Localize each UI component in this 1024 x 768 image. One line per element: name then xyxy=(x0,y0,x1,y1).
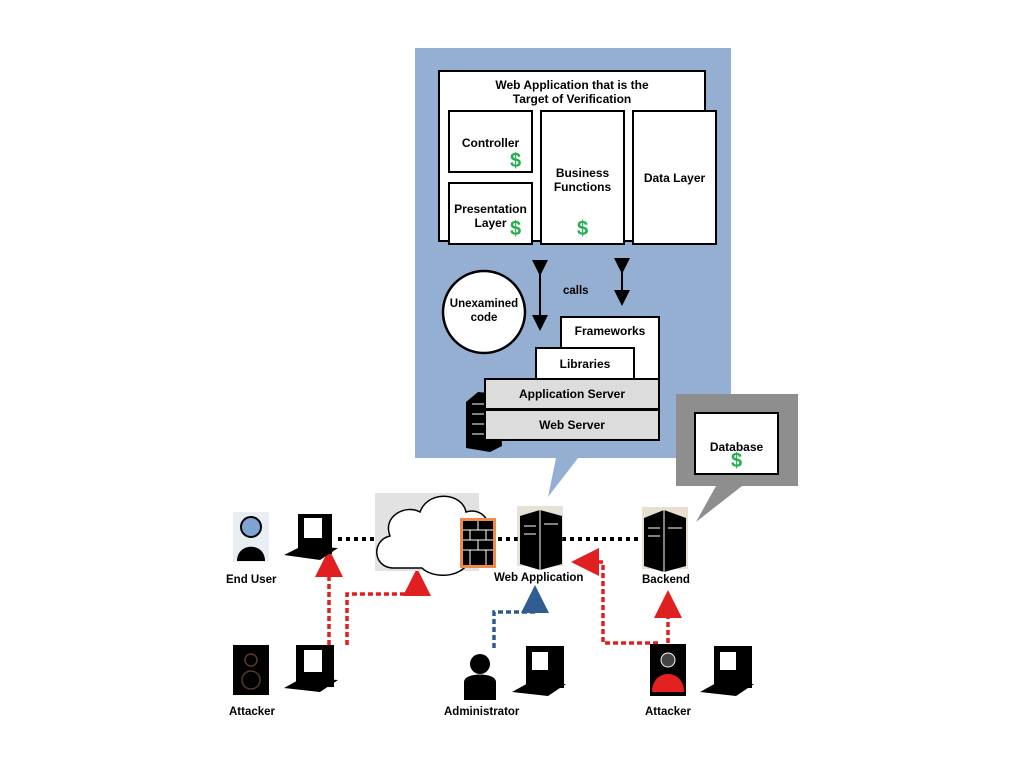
end-user-person-icon xyxy=(233,512,269,562)
application-server-box: Application Server xyxy=(484,378,660,410)
data-layer-box: Data Layer xyxy=(632,110,717,245)
firewall-icon xyxy=(460,518,496,568)
application-server-label: Application Server xyxy=(518,387,626,401)
administrator-workstation-icon xyxy=(512,646,566,696)
libraries-box: Libraries xyxy=(535,347,635,381)
database-box: Database xyxy=(694,412,779,475)
end-user-label: End User xyxy=(226,574,277,586)
presentation-layer-dollar-icon: $ xyxy=(510,218,522,240)
attacker-left-person-icon xyxy=(233,645,269,695)
web-application-label: Web Application xyxy=(494,572,584,584)
attacker-right-person-icon xyxy=(650,644,686,696)
attacker-right-label: Attacker xyxy=(645,706,692,718)
backend-label: Backend xyxy=(642,574,690,586)
administrator-label: Administrator xyxy=(444,706,520,718)
attacker-right-workstation-icon xyxy=(700,646,754,696)
administrator-person-icon xyxy=(464,654,496,700)
business-functions-box: Business Functions xyxy=(540,110,625,245)
web-server-box: Web Server xyxy=(484,409,660,441)
unexamined-code-circle xyxy=(441,269,527,355)
business-functions-dollar-icon: $ xyxy=(577,218,589,240)
database-label: Database xyxy=(709,440,764,454)
business-functions-label: Business Functions xyxy=(553,166,612,194)
backend-server-icon xyxy=(642,507,688,572)
presentation-layer-label: Presentation Layer xyxy=(454,202,527,230)
admin-path-to-webapp xyxy=(492,585,549,648)
frameworks-label: Frameworks xyxy=(574,324,646,338)
web-application-server-icon xyxy=(517,506,563,570)
attacker-right-path-to-webapp xyxy=(571,548,658,645)
calls-label: calls xyxy=(563,285,589,297)
presentation-layer-box: Presentation Layer xyxy=(448,182,533,245)
attacker-left-workstation-icon xyxy=(284,645,338,692)
controller-label: Controller xyxy=(461,136,520,150)
unexamined-code-label: Unexamined code xyxy=(449,298,519,324)
unexamined-code-label-wrap: Unexamined code xyxy=(443,297,525,325)
end-user-workstation-icon xyxy=(284,514,338,560)
web-server-label: Web Server xyxy=(539,418,605,432)
libraries-label: Libraries xyxy=(559,357,611,371)
database-dollar-icon: $ xyxy=(731,450,743,472)
controller-dollar-icon: $ xyxy=(510,150,522,172)
attacker-left-path-to-cloud xyxy=(345,568,431,645)
controller-box: Controller xyxy=(448,110,533,173)
webapp-target-title: Web Application that is the Target of Ve… xyxy=(495,78,649,106)
data-layer-label: Data Layer xyxy=(643,170,706,185)
attacker-left-label: Attacker xyxy=(229,706,276,718)
